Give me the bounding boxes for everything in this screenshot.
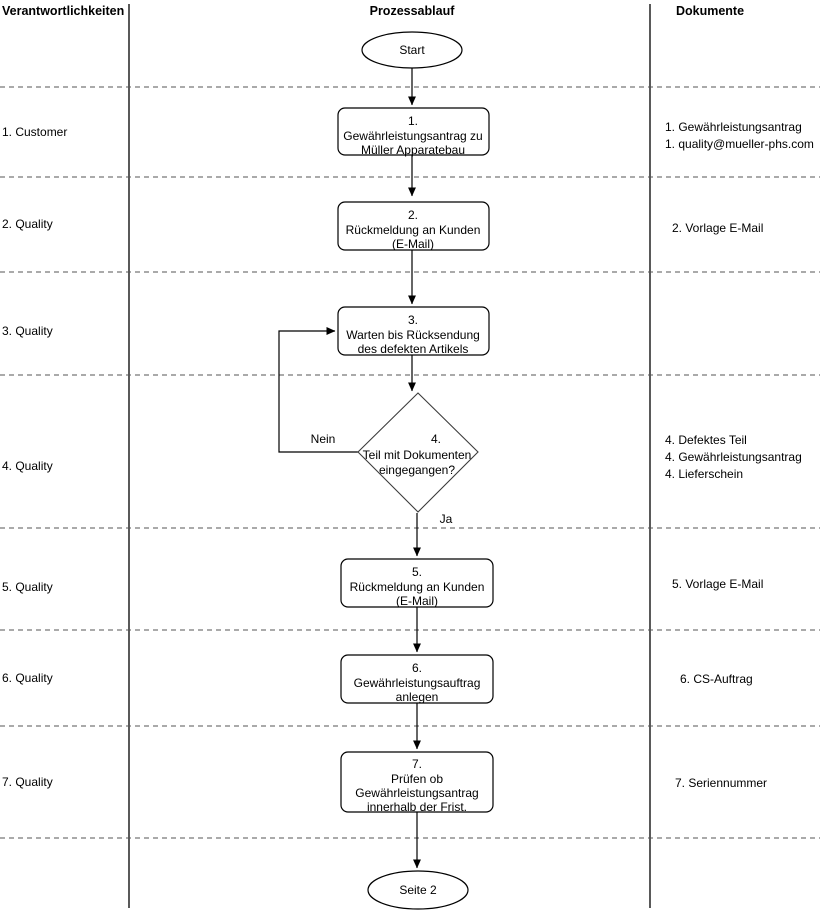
lane-label-2: 2. Quality bbox=[2, 217, 53, 231]
node-start-shape[interactable] bbox=[361, 31, 463, 69]
node-step7-line-4: innerhalb der Frist. bbox=[367, 800, 467, 814]
document-item-4-line-3: 4. Lieferschein bbox=[665, 467, 743, 481]
node-step7-line-1: 7. bbox=[412, 757, 422, 771]
node-step7-shape[interactable] bbox=[340, 751, 494, 813]
edge-label-no: Nein bbox=[311, 432, 336, 446]
node-step3-line-1: 3. bbox=[408, 313, 418, 327]
node-step3-shape[interactable] bbox=[337, 306, 490, 356]
node-step6-line-3: anlegen bbox=[396, 690, 439, 704]
node-step2-line-1: 2. bbox=[408, 208, 418, 222]
connector-step4-no-to-step3 bbox=[278, 327, 358, 453]
node-step4-line-1: 4. bbox=[431, 432, 441, 446]
node-step5-line-1: 5. bbox=[412, 565, 422, 579]
node-step5-shape[interactable] bbox=[340, 558, 494, 608]
node-step1-shape[interactable] bbox=[337, 107, 490, 156]
column-header-documents: Dokumente bbox=[676, 4, 744, 18]
node-step6-line-1: 6. bbox=[412, 661, 422, 675]
node-step4-line-2: Teil mit Dokumenten bbox=[363, 448, 472, 462]
node-step1-line-3: Müller Apparatebau bbox=[361, 143, 465, 157]
node-step6-line-2: Gewährleistungsauftrag bbox=[354, 676, 481, 690]
node-step3-line-3: des defekten Artikels bbox=[358, 342, 469, 356]
document-item-1-line-2: 1. quality@mueller-phs.com bbox=[665, 137, 814, 151]
document-item-5-line-1: 5. Vorlage E-Mail bbox=[672, 577, 763, 591]
node-step1-line-1: 1. bbox=[408, 114, 418, 128]
node-step7-line-2: Prüfen ob bbox=[391, 772, 443, 786]
lane-label-6: 6. Quality bbox=[2, 671, 53, 685]
document-item-7-line-1: 7. Seriennummer bbox=[675, 776, 767, 790]
column-header-responsibilities: Verantwortlichkeiten bbox=[2, 4, 124, 18]
document-item-2-line-1: 2. Vorlage E-Mail bbox=[672, 221, 763, 235]
edge-label-yes: Ja bbox=[440, 512, 453, 526]
node-step2-shape[interactable] bbox=[337, 201, 490, 251]
node-step2-line-2: Rückmeldung an Kunden bbox=[346, 223, 481, 237]
document-item-1-line-1: 1. Gewährleistungsantrag bbox=[665, 120, 802, 134]
node-step5-line-2: Rückmeldung an Kunden bbox=[350, 580, 485, 594]
node-step3-line-2: Warten bis Rücksendung bbox=[346, 328, 480, 342]
node-step4-shape[interactable] bbox=[357, 392, 479, 513]
document-item-6-line-1: 6. CS-Auftrag bbox=[680, 672, 753, 686]
lane-label-3: 3. Quality bbox=[2, 324, 53, 338]
column-header-process: Prozessablauf bbox=[370, 4, 456, 18]
node-step4-line-3: eingegangen? bbox=[379, 463, 455, 477]
node-step2-line-3: (E-Mail) bbox=[392, 237, 434, 251]
lane-label-5: 5. Quality bbox=[2, 580, 53, 594]
document-item-4-line-1: 4. Defektes Teil bbox=[665, 433, 747, 447]
node-step1-line-2: Gewährleistungsantrag zu bbox=[343, 129, 482, 143]
node-step5-line-3: (E-Mail) bbox=[396, 594, 438, 608]
node-end-label: Seite 2 bbox=[399, 883, 437, 897]
document-item-4-line-2: 4. Gewährleistungsantrag bbox=[665, 450, 802, 464]
node-end-shape[interactable] bbox=[367, 870, 469, 910]
node-step7-line-3: Gewährleistungsantrag bbox=[355, 786, 478, 800]
node-step6-shape[interactable] bbox=[340, 654, 494, 704]
lane-label-4: 4. Quality bbox=[2, 459, 53, 473]
lane-label-7: 7. Quality bbox=[2, 775, 53, 789]
lane-label-1: 1. Customer bbox=[2, 125, 67, 139]
node-start-label: Start bbox=[399, 43, 425, 57]
